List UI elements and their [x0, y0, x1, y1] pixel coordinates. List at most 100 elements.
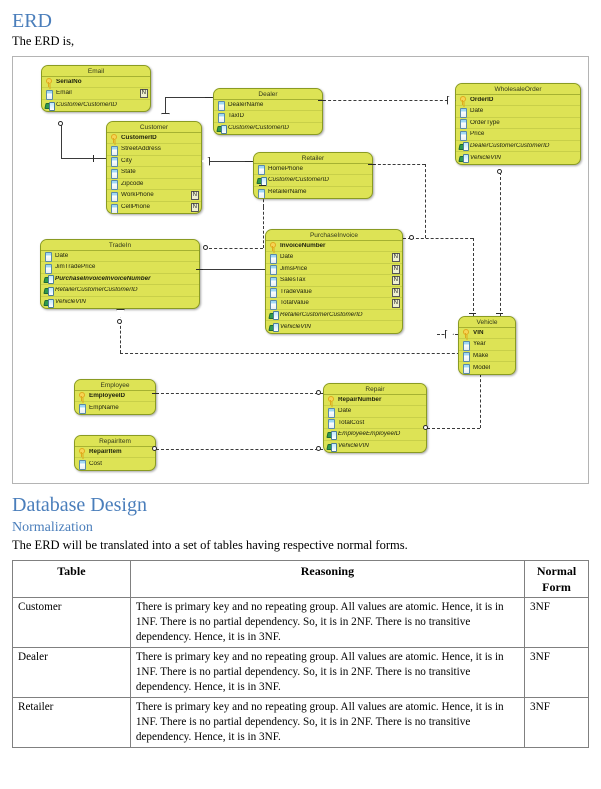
attribute-row[interactable]: CustomerCustomerID [42, 100, 150, 112]
attribute-row[interactable]: Make [459, 351, 515, 363]
attribute-row[interactable]: JimTradePrice [41, 262, 199, 274]
cardinality-one-employee-right [152, 392, 159, 394]
attribute-label: TradeValue [280, 288, 312, 295]
attribute-row[interactable]: HomePhone [254, 164, 372, 176]
nullable-badge: N [391, 299, 400, 309]
attribute-row[interactable]: Date [456, 106, 580, 118]
attribute-row[interactable]: VehicleVIN [266, 321, 402, 333]
connector-retailer-pi-v [425, 163, 426, 238]
cardinality-zero-repair-left-a [316, 389, 321, 395]
entity-title: TradeIn [41, 239, 199, 251]
attribute-row[interactable]: PurchaseInvoiceInvoiceNumber [41, 274, 199, 286]
attribute-row[interactable]: SerialNo [42, 77, 150, 89]
nullable-badge: N [190, 191, 199, 201]
attribute-row[interactable]: Date [41, 251, 199, 263]
key-icon [459, 95, 467, 105]
attribute-row[interactable]: City [107, 156, 201, 168]
attribute-row[interactable]: VehicleVIN [41, 297, 199, 309]
attribute-row[interactable]: VehicleVIN [324, 441, 426, 453]
cardinality-one-dealer-left [205, 96, 212, 98]
attribute-row[interactable]: Cost [75, 458, 155, 470]
attribute-label: TaxID [228, 113, 245, 120]
attribute-row[interactable]: CustomerCustomerID [254, 175, 372, 187]
attribute-row[interactable]: RetailerCustomerCustomerID [41, 285, 199, 297]
attribute-row[interactable]: OrderType [456, 118, 580, 130]
attribute-row[interactable]: TaxID [214, 111, 322, 123]
key-icon [269, 241, 277, 251]
attribute-label: Model [473, 364, 491, 371]
cardinality-one-dealer-right [318, 99, 325, 101]
foreign-key-icon [45, 101, 55, 111]
crowfoot-tradein-bottom [116, 308, 125, 318]
cardinality-one-retailer-left [245, 160, 252, 162]
attribute-row[interactable]: State [107, 167, 201, 179]
attribute-label: EmployeeEmployeeID [338, 431, 401, 438]
attribute-row[interactable]: Date [324, 406, 426, 418]
attribute-row[interactable]: Year [459, 339, 515, 351]
attribute-row[interactable]: CustomerID [107, 133, 201, 145]
attribute-row[interactable]: RetailerCustomerCustomerID [266, 310, 402, 322]
attribute-row[interactable]: VIN [459, 328, 515, 340]
attribute-label: HomePhone [268, 165, 304, 172]
entity-title: Dealer [214, 88, 322, 100]
attribute-row[interactable]: InvoiceNumber [266, 241, 402, 253]
attribute-label: VehicleVIN [280, 323, 311, 330]
entity-title: WholesaleOrder [456, 83, 580, 95]
attribute-row[interactable]: RepairNumber [324, 395, 426, 407]
foreign-key-icon [327, 442, 337, 452]
column-icon [459, 107, 467, 118]
attribute-row[interactable]: RetailerName [254, 187, 372, 199]
key-icon [462, 328, 470, 338]
attribute-label: RepairItem [89, 448, 122, 455]
attribute-row[interactable]: DealerCustomerCustomerID [456, 141, 580, 153]
attribute-row[interactable]: CustomerCustomerID [214, 123, 322, 135]
attribute-label: Cost [89, 460, 102, 467]
attribute-row[interactable]: VehicleVIN [456, 152, 580, 164]
connector-repair-vehicle-v [480, 368, 481, 428]
attribute-row[interactable]: Price [456, 129, 580, 141]
connector-email-customer-v [61, 121, 62, 158]
attribute-row[interactable]: Model [459, 362, 515, 374]
attribute-label: Date [280, 254, 294, 261]
attribute-row[interactable]: Zipcode [107, 179, 201, 191]
attribute-row[interactable]: EmployeeID [75, 391, 155, 403]
table-name-cell: Dealer [12, 647, 131, 699]
attribute-row[interactable]: EmpName [75, 402, 155, 414]
column-icon [327, 419, 335, 430]
attribute-row[interactable]: StreetAddress [107, 144, 201, 156]
connector-retailer-customer-h [209, 160, 253, 162]
attribute-label: JimsPrice [280, 265, 308, 272]
nullable-badge: N [139, 89, 148, 99]
attribute-row[interactable]: EmployeeEmployeeID [324, 429, 426, 441]
attribute-row[interactable]: OrderID [456, 95, 580, 107]
attribute-row[interactable]: TotalCost [324, 418, 426, 430]
attribute-row[interactable]: RepairItem [75, 447, 155, 459]
attribute-label: CustomerCustomerID [56, 102, 117, 109]
column-icon [269, 276, 277, 287]
attribute-row[interactable]: DealerName [214, 100, 322, 112]
